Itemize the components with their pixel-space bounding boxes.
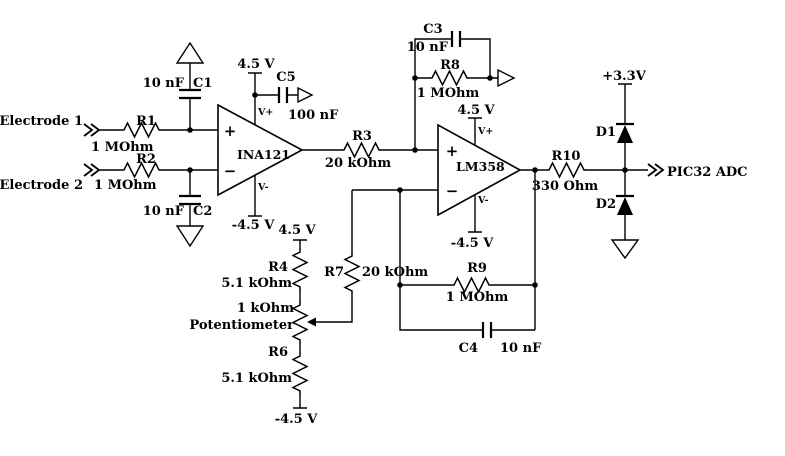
capacitor-c4-symbol xyxy=(481,322,493,338)
pot-vpos-label: 4.5 V xyxy=(278,223,316,238)
capacitor-c5-symbol xyxy=(277,87,289,103)
lm358-opamp-symbol xyxy=(437,123,522,217)
resistor-r7-symbol xyxy=(343,252,361,295)
r9-name: R9 xyxy=(467,261,487,276)
resistor-r3-symbol xyxy=(340,141,383,159)
lm-vplus-pin-label: V+ xyxy=(477,126,493,137)
ground-down-right-icon xyxy=(610,239,640,260)
diode-d1-symbol xyxy=(616,122,634,143)
electrode2-label: Electrode 2 xyxy=(0,178,83,193)
resistor-r4-symbol xyxy=(291,248,309,291)
resistor-r10-symbol xyxy=(545,161,588,179)
r1-name: R1 xyxy=(136,114,156,129)
ground-down-left-icon xyxy=(175,225,205,248)
ground-right-c5-icon xyxy=(297,86,314,104)
r6-name: R6 xyxy=(268,345,288,360)
ina-vminus-pin-label: V- xyxy=(257,182,269,193)
r10-value: 330 Ohm xyxy=(532,179,598,194)
d2-label: D2 xyxy=(596,197,616,212)
c2-value: 10 nF xyxy=(143,204,185,219)
c4-name: C4 xyxy=(459,341,478,356)
r1-value: 1 MOhm xyxy=(91,140,154,155)
ina121-opamp-symbol xyxy=(217,103,304,197)
resistor-r6-symbol xyxy=(291,352,309,395)
pot-value-label: 1 kOhm xyxy=(237,301,294,316)
c3-name: C3 xyxy=(423,22,442,37)
resistor-r9-symbol xyxy=(450,276,493,294)
electrode1-label: Electrode 1 xyxy=(0,114,83,129)
r3-name: R3 xyxy=(352,129,372,144)
r9-value: 1 MOhm xyxy=(446,290,509,305)
r8-name: R8 xyxy=(440,58,460,73)
r4-value: 5.1 kOhm xyxy=(221,276,292,291)
potentiometer-wiper-arrow-icon xyxy=(307,317,316,327)
ground-up-icon xyxy=(175,41,205,64)
resistor-r1-symbol xyxy=(120,121,163,139)
c4-value: 10 nF xyxy=(500,341,542,356)
r7-name: R7 xyxy=(324,265,344,280)
r8-value: 1 MOhm xyxy=(417,86,480,101)
electrode2-connector-icon xyxy=(83,163,101,177)
r2-name: R2 xyxy=(136,152,156,167)
electrode1-connector-icon xyxy=(83,123,101,137)
ina-vplus-pin-label: V+ xyxy=(257,107,273,118)
adc-connector-icon xyxy=(647,163,665,177)
capacitor-c1-symbol xyxy=(179,88,201,100)
lm-vminus-pin-label: V- xyxy=(477,195,489,206)
capacitor-c3-symbol xyxy=(450,31,462,47)
ina-vpos-label: 4.5 V xyxy=(237,57,275,72)
lm-vpos-label: 4.5 V xyxy=(457,103,495,118)
r10-name: R10 xyxy=(552,149,581,164)
pot-vneg-label: -4.5 V xyxy=(275,412,319,427)
ina-name-label: INA121 xyxy=(237,147,290,162)
r2-value: 1 MOhm xyxy=(94,178,157,193)
lm-name-label: LM358 xyxy=(456,159,505,174)
lm-plus-input-label: + xyxy=(446,142,459,160)
diode-d2-symbol xyxy=(616,194,634,215)
adc-output-label: PIC32 ADC xyxy=(667,165,748,180)
c5-value: 100 nF xyxy=(288,108,339,123)
capacitor-c2-symbol xyxy=(179,194,201,206)
v33-rail-label: +3.3V xyxy=(602,69,647,84)
resistor-r8-symbol xyxy=(428,69,471,87)
pot-name-label: Potentiometer xyxy=(189,318,294,333)
junction-dots xyxy=(187,75,628,288)
c5-name: C5 xyxy=(276,70,295,85)
resistor-r2-symbol xyxy=(120,161,163,179)
r7-value: 20 kOhm xyxy=(362,265,428,280)
c1-value: 10 nF xyxy=(143,76,185,91)
r6-value: 5.1 kOhm xyxy=(221,371,292,386)
r4-name: R4 xyxy=(268,260,288,275)
wire-net xyxy=(99,38,648,409)
potentiometer-symbol xyxy=(291,301,316,344)
lm-minus-input-label: − xyxy=(446,182,459,200)
ground-right-r8-icon xyxy=(497,68,516,88)
ina-minus-input-label: − xyxy=(224,162,237,180)
r3-value: 20 kOhm xyxy=(325,156,391,171)
lm-vneg-label: -4.5 V xyxy=(451,236,495,251)
c1-name: C1 xyxy=(193,76,212,91)
c3-value: 10 nF xyxy=(407,40,449,55)
ina-plus-input-label: + xyxy=(224,122,237,140)
c2-name: C2 xyxy=(193,204,212,219)
d1-label: D1 xyxy=(596,125,616,140)
ina-vneg-label: -4.5 V xyxy=(232,218,276,233)
